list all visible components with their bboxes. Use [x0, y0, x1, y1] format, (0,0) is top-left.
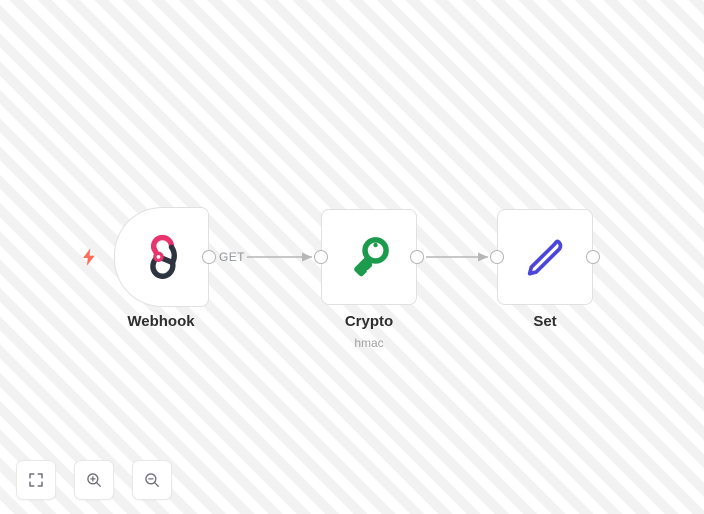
- node-title-crypto: Crypto: [344, 313, 394, 330]
- canvas-controls: [16, 460, 172, 500]
- node-title-webhook: Webhook: [127, 313, 195, 330]
- key-icon: [354, 237, 389, 277]
- lightning-bolt-icon: [79, 247, 99, 267]
- pen-icon: [527, 239, 563, 276]
- node-webhook[interactable]: [114, 207, 209, 307]
- zoom-out-button[interactable]: [132, 460, 172, 500]
- node-subtitle-crypto: hmac: [354, 336, 384, 350]
- node-caption-webhook: Webhook: [51, 313, 271, 331]
- webhook-icon: [149, 234, 177, 279]
- endpoint-set-output[interactable]: [586, 250, 600, 264]
- zoom-out-icon: [145, 473, 159, 487]
- endpoint-crypto-input[interactable]: [314, 250, 328, 264]
- fit-to-view-button[interactable]: [16, 460, 56, 500]
- zoom-in-button[interactable]: [74, 460, 114, 500]
- node-set[interactable]: [497, 209, 593, 305]
- node-caption-crypto: Crypto hmac: [259, 313, 479, 351]
- connection-label-get[interactable]: GET: [219, 250, 245, 264]
- fit-to-view-icon: [29, 473, 43, 487]
- node-title-set: Set: [533, 313, 557, 330]
- node-crypto[interactable]: [321, 209, 417, 305]
- endpoint-webhook-output[interactable]: [202, 250, 216, 264]
- node-caption-set: Set: [435, 313, 655, 331]
- zoom-in-icon: [87, 473, 101, 487]
- endpoint-set-input[interactable]: [490, 250, 504, 264]
- endpoint-crypto-output[interactable]: [410, 250, 424, 264]
